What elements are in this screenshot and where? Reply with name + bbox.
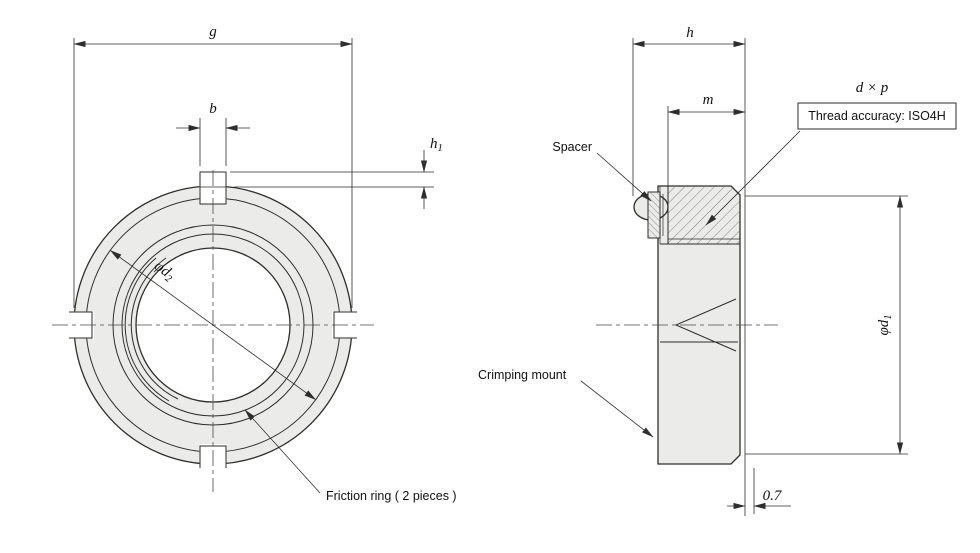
- h-label: h: [686, 25, 694, 41]
- spacer-label: Spacer: [552, 140, 592, 154]
- thread-accuracy-leader: [705, 130, 801, 226]
- side-view: h m d × p Thread accuracy: ISO4H Spacer …: [478, 25, 957, 516]
- dxp-label: d × p: [856, 80, 889, 96]
- dim-h1: h1: [230, 136, 443, 209]
- thread-hatch: [668, 187, 740, 244]
- front-view: g b h1 φd2 Friction ring ( 2 pieces ): [52, 24, 457, 503]
- dim-g: g: [73, 24, 353, 308]
- dim-d2: φd2: [109, 250, 317, 401]
- thread-accuracy-box: [797, 102, 957, 130]
- d1-label: φd1: [876, 314, 894, 335]
- friction-ring-label: Friction ring ( 2 pieces ): [326, 489, 457, 503]
- d2-label: φd2: [150, 258, 178, 285]
- dim-offset: 0.7: [727, 468, 791, 514]
- dim-h: h: [632, 25, 746, 196]
- spacer-leader: [596, 152, 652, 202]
- friction-ring-leader: [244, 409, 321, 494]
- body-outline: [657, 185, 741, 465]
- dim-m: m: [667, 92, 746, 186]
- h1-label: h1: [430, 136, 443, 154]
- crimping-mount-label: Crimping mount: [478, 368, 567, 382]
- m-label: m: [703, 92, 714, 108]
- thread-accuracy-label: Thread accuracy: ISO4H: [808, 109, 946, 123]
- dim-b: b: [176, 101, 250, 166]
- crimping-mount-leader: [580, 380, 654, 438]
- b-label: b: [209, 101, 217, 117]
- g-label: g: [209, 24, 217, 40]
- dim-d1: φd1: [745, 195, 908, 455]
- spacer-hatch: [648, 192, 660, 238]
- offset-label: 0.7: [763, 488, 783, 504]
